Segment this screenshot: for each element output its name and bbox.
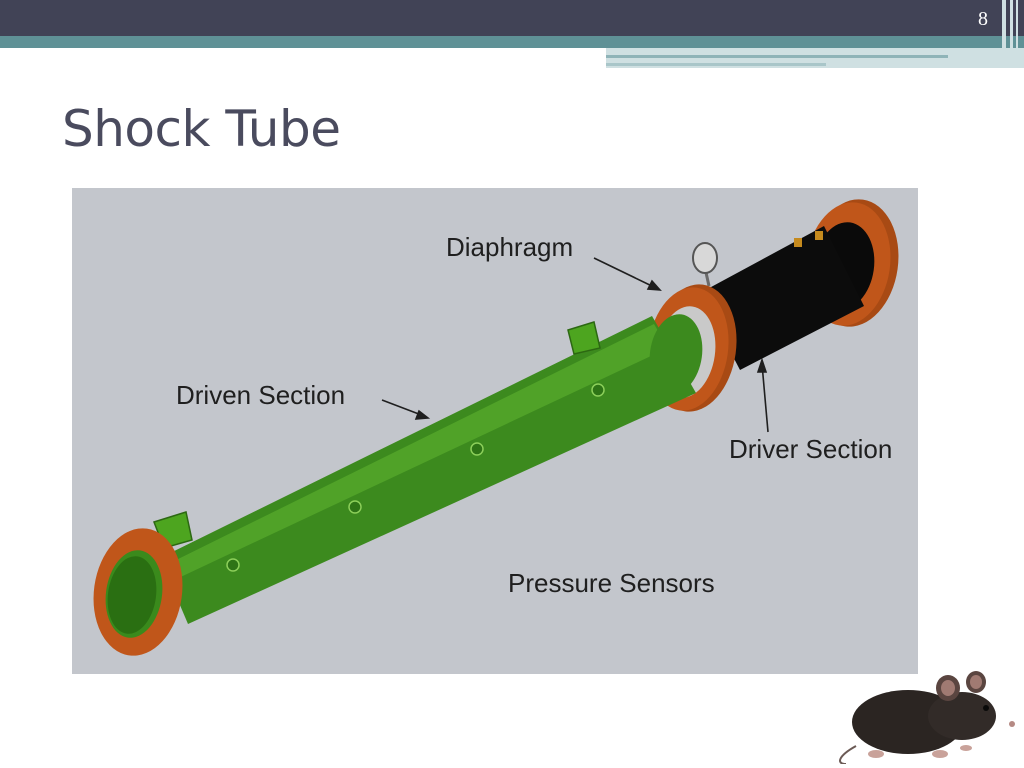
pressure-gauge [692, 242, 718, 287]
shock-tube-diagram: Diaphragm Driven Section Driver Section … [72, 188, 918, 674]
driver-fitting [815, 231, 823, 240]
header-vertical-bar [1002, 0, 1006, 68]
header-vertical-bar [1010, 0, 1013, 68]
header-strip-line [606, 55, 948, 58]
header-teal-band [0, 36, 1024, 48]
header-dark-band [0, 0, 1024, 36]
pressure-sensor-port [591, 383, 605, 397]
header-vertical-bar [1016, 0, 1018, 68]
driver-fitting [794, 238, 802, 247]
driver-section-tube [700, 226, 864, 370]
pressure-sensor-port [226, 558, 240, 572]
header-strip-line [606, 63, 826, 66]
diaphragm-label: Diaphragm [446, 232, 574, 262]
driven-section-end [649, 314, 703, 394]
pressure-sensor-port [470, 442, 484, 456]
page-number: 8 [978, 8, 988, 30]
pressure-sensors-label: Pressure Sensors [508, 568, 715, 598]
driven-section-label: Driven Section [176, 380, 346, 410]
driver-section-label: Driver Section [729, 434, 893, 464]
driven-section-highlight [164, 324, 668, 582]
pressure-sensor-port [348, 500, 362, 514]
mouse-image [839, 671, 1015, 764]
slide-title: Shock Tube [62, 100, 341, 158]
driven-end-flange [93, 528, 183, 656]
shock-tube-illustration [93, 199, 899, 656]
mount-bracket [567, 321, 601, 355]
callout-arrows [381, 257, 769, 433]
